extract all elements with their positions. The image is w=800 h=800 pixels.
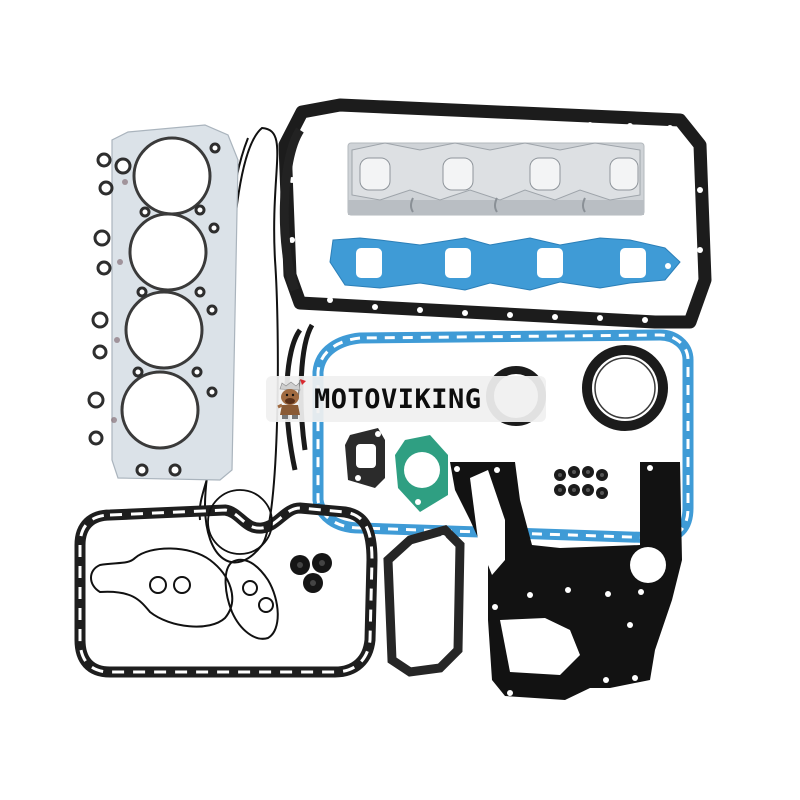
rear-crankshaft-seal <box>582 345 668 431</box>
thermostat-gasket <box>395 435 448 512</box>
viking-mascot-icon <box>277 379 306 419</box>
timing-cover-gasket <box>450 462 682 700</box>
side-cover-gasket <box>383 524 465 677</box>
intake-manifold-gasket <box>329 237 681 291</box>
cylinder-head-gasket <box>87 124 239 481</box>
lower-oil-pan-gasket <box>74 489 378 678</box>
valve-cover-gasket <box>278 98 712 329</box>
brand-name: MOTOVIKING <box>314 383 482 415</box>
valve-stem-seals <box>554 466 608 499</box>
exhaust-manifold-gasket <box>347 142 645 216</box>
water-outlet-gasket <box>345 428 385 488</box>
injector-seals <box>290 553 332 593</box>
brand-watermark: MOTOVIKING <box>266 376 546 422</box>
